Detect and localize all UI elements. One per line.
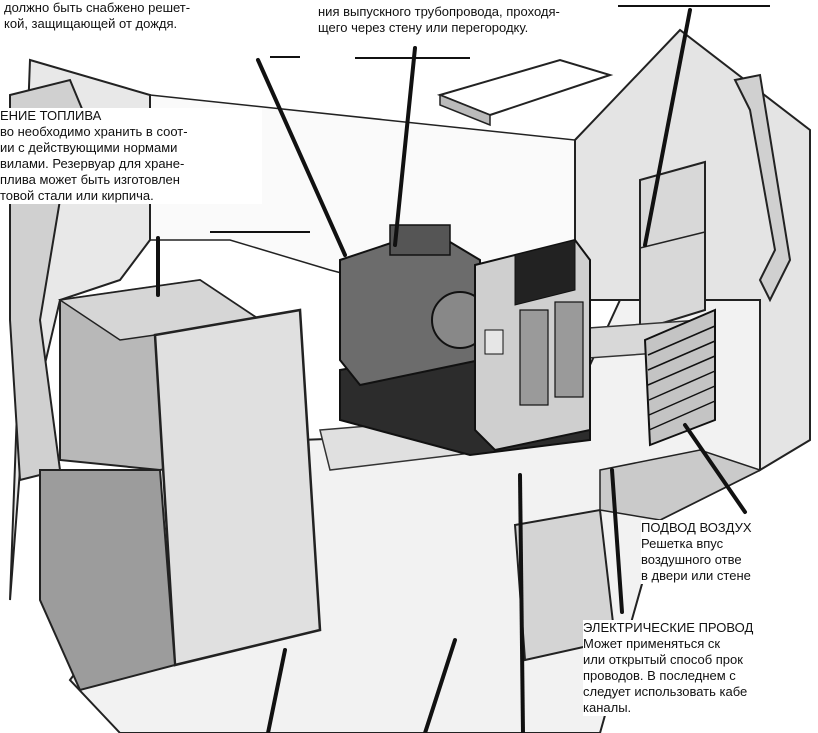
caption-fuel-heading: ЕНИЕ ТОПЛИВА — [0, 108, 262, 124]
caption-top-left: должно быть снабжено решет- кой, защищаю… — [4, 0, 264, 32]
engine-head — [390, 225, 450, 255]
caption-fuel-storage: ЕНИЕ ТОПЛИВА во необходимо хранить в соо… — [0, 108, 262, 204]
caption-fuel-line-3: вилами. Резервуар для хране- — [0, 156, 262, 172]
caption-electric-line-5: каналы. — [583, 700, 818, 716]
cabinet-vent-left — [520, 310, 548, 405]
caption-electric-wires: ЭЛЕКТРИЧЕСКИЕ ПРОВОД Может применяться с… — [583, 620, 818, 716]
caption-electric-line-3: проводов. В последнем с — [583, 668, 818, 684]
caption-fuel-line-5: товой стали или кирпича. — [0, 188, 262, 204]
caption-top-left-line-1: должно быть снабжено решет- — [4, 0, 264, 16]
caption-air-line-2: воздушного отве — [641, 552, 818, 568]
caption-electric-heading: ЭЛЕКТРИЧЕСКИЕ ПРОВОД — [583, 620, 818, 636]
cabinet-vent-right — [555, 302, 583, 397]
caption-fuel-line-2: ии с действующими нормами — [0, 140, 262, 156]
caption-fuel-line-4: плива может быть изготовлен — [0, 172, 262, 188]
caption-electric-line-1: Может применяться ск — [583, 636, 818, 652]
caption-air-line-3: в двери или стене — [641, 568, 818, 584]
caption-electric-line-2: или открытый способ прок — [583, 652, 818, 668]
caption-top-center-line-1: ния выпускного трубопровода, проходя- — [318, 4, 618, 20]
tank-panel — [155, 310, 320, 665]
caption-air-supply: ПОДВОД ВОЗДУХ Решетка впус воздушного от… — [641, 520, 818, 584]
caption-air-heading: ПОДВОД ВОЗДУХ — [641, 520, 818, 536]
tank-bay — [40, 470, 175, 690]
caption-top-left-line-2: кой, защищающей от дождя. — [4, 16, 264, 32]
caption-top-center-line-2: щего через стену или перегородку. — [318, 20, 618, 36]
caption-fuel-line-1: во необходимо хранить в соот- — [0, 124, 262, 140]
caption-top-center: ния выпускного трубопровода, проходя- ще… — [318, 4, 618, 36]
cabinet-label — [485, 330, 503, 354]
caption-electric-line-4: следует использовать кабе — [583, 684, 818, 700]
caption-air-line-1: Решетка впус — [641, 536, 818, 552]
